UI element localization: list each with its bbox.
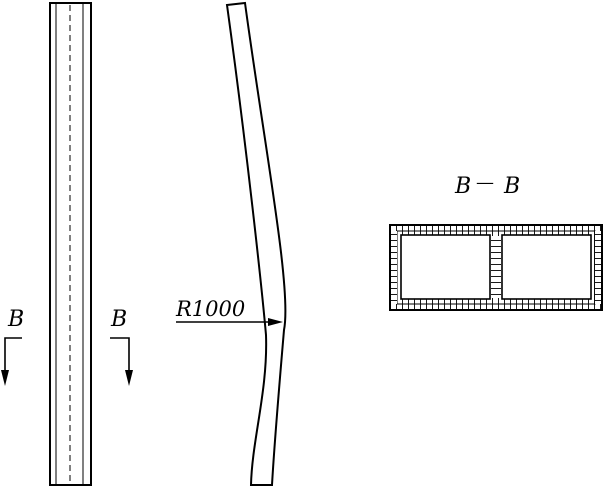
section-view: B — B — [389, 172, 603, 311]
arrow-right-icon — [268, 318, 283, 326]
straight-beam — [49, 2, 92, 486]
cell-right — [501, 234, 592, 300]
section-title-left: B — [454, 174, 471, 199]
arrow-down-icon — [125, 370, 133, 386]
section-title-dash: — — [476, 172, 494, 193]
section-mark-right: B — [110, 307, 133, 386]
radius-label: R1000 — [175, 297, 245, 321]
radius-dimension: R1000 — [175, 297, 283, 326]
section-letter-left: B — [7, 307, 24, 332]
section-letter-right: B — [110, 307, 127, 332]
section-title-right: B — [503, 174, 520, 199]
cell-left — [400, 234, 491, 300]
bent-beam — [225, 1, 287, 486]
section-mark-left: B — [1, 307, 24, 386]
arrow-down-icon — [1, 370, 9, 386]
